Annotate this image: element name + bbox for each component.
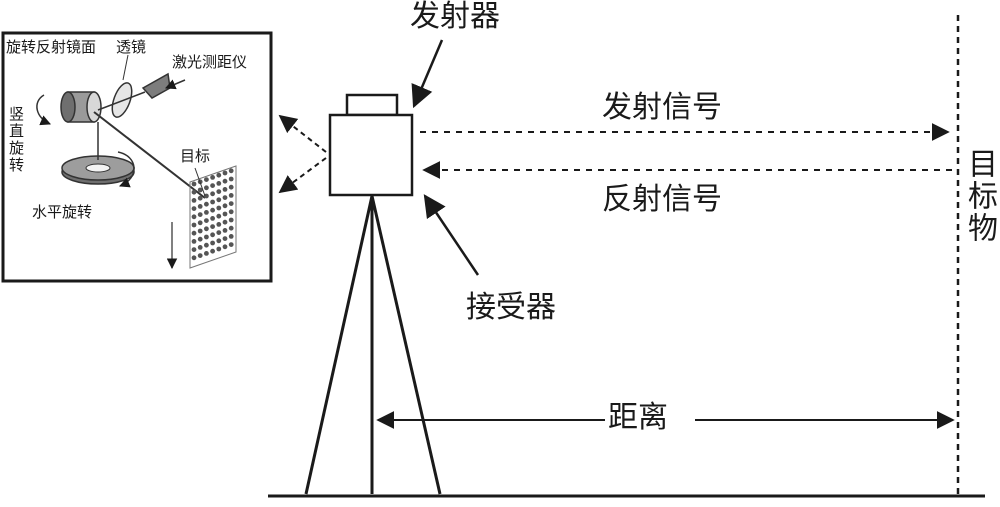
target-grid-dot bbox=[228, 209, 234, 215]
target-grid-dot bbox=[216, 172, 222, 178]
reflect-signal-label: 反射信号 bbox=[602, 182, 722, 217]
target-grid-dot bbox=[204, 251, 209, 256]
inset-lens-label: 透镜 bbox=[116, 38, 147, 56]
target-grid-dot bbox=[210, 232, 216, 238]
target-grid-dot bbox=[191, 181, 197, 187]
emitter-cap bbox=[345, 93, 399, 117]
scan-arrow-up bbox=[278, 114, 327, 153]
target-grid-dot bbox=[228, 168, 234, 174]
emit-signal-label: 发射信号 bbox=[602, 90, 722, 125]
target-grid-dot bbox=[197, 187, 203, 193]
target-grid-dot bbox=[222, 178, 228, 184]
target-grid-dot bbox=[204, 218, 209, 224]
target-grid-dot bbox=[204, 242, 209, 248]
target-grid-dot bbox=[197, 212, 203, 218]
target-grid-dot bbox=[228, 242, 234, 248]
target-grid-dot bbox=[228, 176, 234, 182]
target-grid-dot bbox=[222, 170, 228, 176]
target-grid-dot bbox=[204, 210, 209, 215]
target-grid-dot bbox=[191, 239, 197, 244]
target-grid-dot bbox=[191, 230, 197, 236]
target-grid-dot bbox=[216, 197, 222, 203]
tripod bbox=[304, 195, 442, 495]
target-grid-dot bbox=[191, 214, 197, 220]
target-grid-dot bbox=[216, 205, 222, 211]
target-grid-dot bbox=[228, 193, 234, 198]
target-grid-dot bbox=[216, 181, 222, 186]
target-grid-dot bbox=[222, 228, 228, 233]
target-grid-dot bbox=[191, 206, 197, 212]
target-grid-dot bbox=[222, 187, 228, 192]
receiver-pointer-arrow bbox=[423, 194, 480, 276]
target-grid-dot bbox=[210, 224, 216, 230]
target-grid-dot bbox=[191, 255, 197, 261]
target-grid-dot bbox=[222, 203, 228, 209]
target-grid-dot bbox=[216, 246, 222, 252]
target-grid-dot bbox=[210, 191, 216, 197]
target-grid-dot bbox=[216, 230, 222, 236]
target-pointer bbox=[194, 167, 206, 197]
inset-vertical-rotation-label: 竖直旋转 bbox=[7, 106, 25, 174]
inset-rotating-mirror-label: 旋转反射镜面 bbox=[6, 38, 97, 56]
inset-horizontal-rotation-label: 水平旋转 bbox=[32, 203, 93, 221]
laser-arrow bbox=[165, 79, 186, 90]
lens-drawing bbox=[111, 82, 133, 118]
target-grid-dot bbox=[197, 228, 203, 234]
emitter-label: 发射器 bbox=[410, 0, 500, 34]
target-grid-dot bbox=[210, 216, 216, 221]
target-grid-dot bbox=[204, 193, 209, 199]
target-grid-dot bbox=[222, 195, 228, 201]
target-grid-dot bbox=[216, 213, 222, 219]
target-grid-dot bbox=[197, 195, 203, 201]
target-grid-dot bbox=[197, 236, 203, 242]
target-grid-dot bbox=[191, 247, 197, 253]
target-grid-dot bbox=[197, 253, 203, 258]
target-grid-dot bbox=[228, 225, 234, 231]
target-grid-dot bbox=[210, 183, 216, 189]
target-grid-dot bbox=[197, 204, 203, 209]
target-grid-dot bbox=[197, 220, 203, 226]
target-grid-dot bbox=[222, 244, 228, 250]
target-grid-dot bbox=[204, 177, 209, 183]
target-grid-dot bbox=[191, 198, 197, 203]
emitter-pointer-arrow bbox=[411, 39, 444, 109]
target-grid-dot bbox=[228, 184, 234, 190]
target-grid-dot bbox=[191, 222, 197, 228]
scan-arrow-down bbox=[278, 157, 327, 194]
target-label: 目标物 bbox=[962, 148, 997, 244]
target-grid-dot bbox=[210, 248, 216, 254]
target-grid-dot bbox=[222, 211, 228, 217]
rotating-mirror-drawing bbox=[36, 91, 102, 126]
target-grid-dot bbox=[216, 222, 222, 227]
lens-pointer bbox=[122, 54, 129, 81]
target-grid-dot bbox=[210, 207, 216, 213]
inset-target-label: 目标 bbox=[180, 147, 211, 165]
target-grid-dot bbox=[204, 226, 209, 232]
beam-to-target bbox=[93, 111, 206, 199]
target-grid-dot bbox=[228, 234, 234, 239]
target-grid-dot bbox=[216, 189, 222, 195]
distance-label: 距离 bbox=[608, 400, 668, 435]
target-grid-dot bbox=[228, 217, 234, 223]
target-grid-dot bbox=[204, 185, 209, 191]
receiver-label: 接受器 bbox=[466, 290, 556, 325]
target-grid-dot bbox=[216, 238, 222, 244]
inset-laser-rangefinder-label: 激光测距仪 bbox=[172, 53, 248, 71]
target-grid-dot bbox=[191, 189, 197, 195]
target-grid-dot bbox=[210, 175, 216, 180]
target-grid-dot bbox=[210, 240, 216, 246]
target-grid-dot bbox=[204, 234, 209, 240]
target-grid-dot bbox=[210, 199, 216, 205]
beam-to-lens bbox=[97, 91, 146, 111]
target-grid bbox=[189, 165, 237, 269]
instrument-box bbox=[328, 113, 414, 197]
target-grid-dot bbox=[204, 201, 209, 207]
target-grid-dot bbox=[197, 245, 203, 250]
target-grid-dot bbox=[222, 236, 228, 242]
target-grid-dot bbox=[228, 201, 234, 207]
horizontal-rotation-drawing bbox=[61, 122, 135, 188]
target-grid-dot bbox=[222, 219, 228, 225]
